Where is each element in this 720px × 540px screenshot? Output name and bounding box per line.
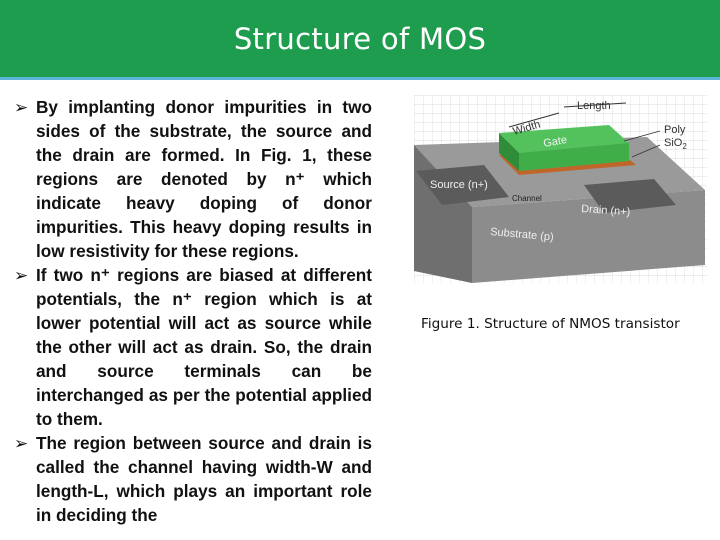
bullet-text-2: If two n⁺ regions are biased at differen… xyxy=(36,265,372,429)
sio2-label: SiO2 xyxy=(664,137,687,151)
title-bar: Structure of MOS xyxy=(0,0,720,80)
block-front-face xyxy=(472,190,705,283)
figure-caption: Figure 1. Structure of NMOS transistor xyxy=(421,316,680,332)
bullet-item-1: ➢ By implanting donor impurities in two … xyxy=(14,95,372,263)
source-region xyxy=(416,165,509,205)
length-label: Length xyxy=(577,100,611,112)
bullet-text-3: The region between source and drain is c… xyxy=(36,433,372,525)
poly-label: Poly xyxy=(664,124,686,136)
length-dimension-line xyxy=(563,102,627,108)
drain-label: Drain (n+) xyxy=(581,203,631,218)
source-label: Source (n+) xyxy=(430,179,488,191)
width-dimension-line xyxy=(508,112,560,128)
gate-top xyxy=(499,125,629,153)
nmos-diagram: Length Width Gate Poly SiO2 Source (n+) … xyxy=(414,95,707,283)
slide-title: Structure of MOS xyxy=(233,21,487,56)
bullet-item-2: ➢ If two n⁺ regions are biased at differ… xyxy=(14,263,372,431)
bullet-list: ➢ By implanting donor impurities in two … xyxy=(14,95,372,527)
substrate-label: Substrate (p) xyxy=(490,226,554,243)
gate-front xyxy=(519,143,629,171)
arrow-bullet-icon: ➢ xyxy=(14,265,29,285)
bullet-item-3: ➢ The region between source and drain is… xyxy=(14,431,372,527)
drain-region xyxy=(584,179,676,213)
gate-label: Gate xyxy=(542,134,568,150)
arrow-bullet-icon: ➢ xyxy=(14,97,29,117)
nmos-figure: Length Width Gate Poly SiO2 Source (n+) … xyxy=(414,95,707,283)
channel-label: Channel xyxy=(512,194,542,203)
bullet-text-1: By implanting donor impurities in two si… xyxy=(36,97,372,261)
arrow-bullet-icon: ➢ xyxy=(14,433,29,453)
sio2-leader-line xyxy=(631,144,661,158)
poly-leader-line xyxy=(623,130,661,142)
gate-side xyxy=(499,133,519,171)
